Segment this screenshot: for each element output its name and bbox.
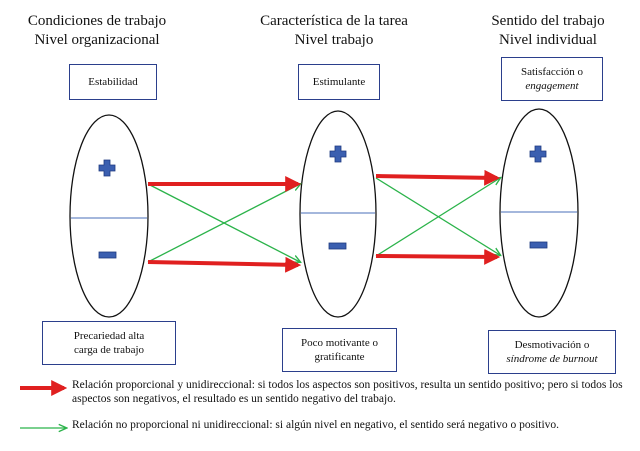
column-1-title-line2: Nivel organizacional [34,32,160,48]
column-3-top-box-line2: engagement [525,80,579,92]
column-2-ellipse [299,110,377,318]
red-arrow-2-bottom-to-3-bottom [375,248,501,265]
column-2-plus-icon [329,145,347,163]
column-1-ellipse [69,114,149,318]
column-2-top-box: Estimulante [298,64,380,100]
column-1-title-line1: Condiciones de trabajo [27,13,167,29]
column-2-bottom-box: Poco motivante o gratificante [282,328,397,372]
column-2-title-line1: Característica de la tarea [260,13,408,29]
green-arrow-1-bottom-to-2-top [147,184,300,263]
column-3-title-line1: Sentido del trabajo [491,13,605,29]
red-arrow-legend-icon [20,380,68,396]
green-arrow-legend-icon [20,418,72,438]
column-1-bottom-box-line1: Precariedad alta [73,330,145,342]
column-3-bottom-box: Desmotivación o síndrome de burnout [488,330,616,374]
column-2-title-line2: Nivel trabajo [294,32,374,48]
column-1-title: Condiciones de trabajo Nivel organizacio… [0,12,197,50]
legend-green-text: Relación no proporcional ni unidireccion… [72,419,560,431]
column-3-minus-icon [529,241,548,249]
column-2-top-box-line1: Estimulante [312,76,366,88]
column-3-bottom-box-line2: síndrome de burnout [506,353,598,365]
red-arrow-2-top-to-3-top [375,169,501,186]
column-1-minus-icon [98,251,117,259]
column-3-top-box: Satisfacción o engagement [501,57,603,101]
column-1-bottom-box: Precariedad alta carga de trabajo [42,321,176,365]
column-1-bottom-box-line2: carga de trabajo [73,344,145,356]
legend-red-text: Relación proporcional y unidireccional: … [72,379,623,405]
column-1-top-box-line1: Estabilidad [88,76,138,88]
column-3-ellipse [499,108,579,318]
column-2-bottom-box-line2: gratificante [314,351,365,363]
column-2-bottom-box-line1: Poco motivante o [301,337,378,349]
column-3-top-box-line1: Satisfacción o [520,66,583,78]
column-3-bottom-box-line1: Desmotivación o [514,339,590,351]
column-2-title: Característica de la tarea Nivel trabajo [234,12,434,50]
column-3-title-line2: Nivel individual [499,32,597,48]
column-2-minus-icon [328,242,347,250]
column-1-top-box: Estabilidad [69,64,157,100]
green-arrow-2-bottom-to-3-top [375,178,500,257]
column-1-plus-icon [98,159,116,177]
column-3-title: Sentido del trabajo Nivel individual [448,12,640,50]
column-3-plus-icon [529,145,547,163]
red-arrow-1-bottom-to-2-bottom [147,256,302,273]
